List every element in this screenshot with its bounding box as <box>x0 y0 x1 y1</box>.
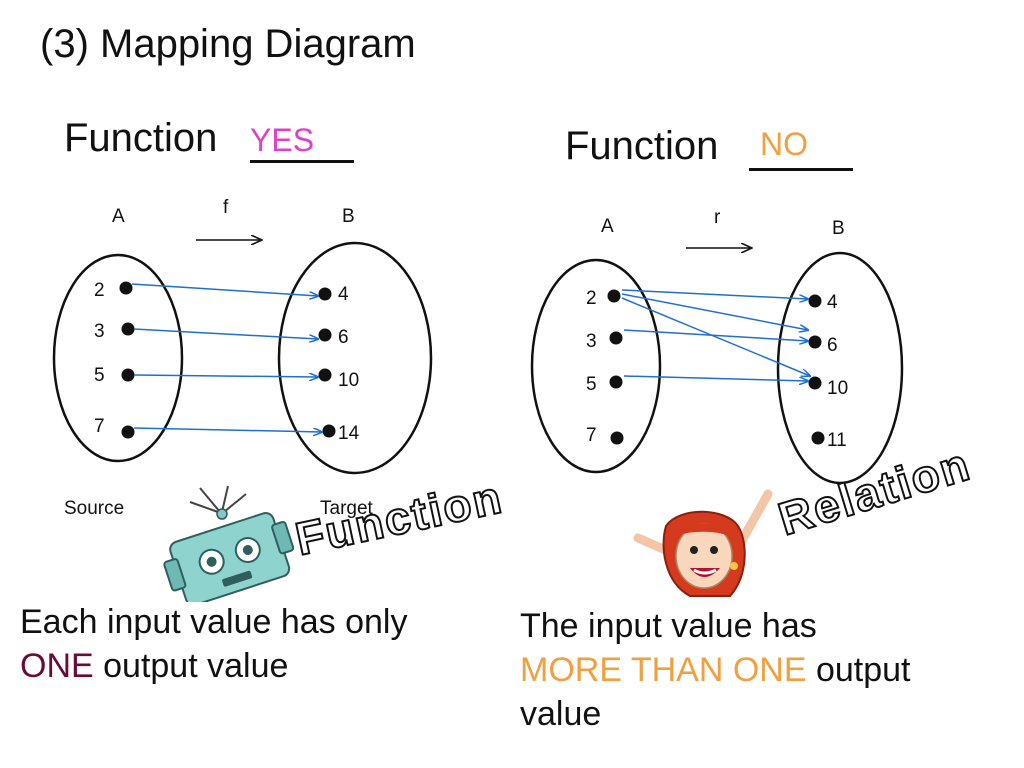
right-range-item: 11 <box>827 430 847 451</box>
left-domain-item: 5 <box>94 365 105 386</box>
right-answer-underline <box>749 168 853 171</box>
right-domain-item: 7 <box>586 425 597 446</box>
right-caption: The input value has MORE THAN ONE output… <box>520 604 911 736</box>
left-map-label: f <box>223 197 229 218</box>
right-domain-item: 3 <box>586 331 597 352</box>
right-map-label: r <box>714 207 721 228</box>
left-domain-item: 3 <box>94 321 105 342</box>
right-heading-text: Function <box>565 124 719 168</box>
right-mapping-arrows <box>621 289 810 381</box>
left-domain-item: 2 <box>94 280 105 301</box>
left-caption-line1: Each input value has only <box>20 603 408 641</box>
left-domain-item: 7 <box>94 416 105 437</box>
right-function-heading: Function <box>565 124 718 169</box>
left-caption-rest: output value <box>93 647 289 685</box>
right-domain-item: 5 <box>586 374 597 395</box>
left-range-item: 4 <box>338 284 349 305</box>
left-caption-line2: ONE output value <box>20 644 407 688</box>
slide-title: (3) Mapping Diagram <box>40 22 416 66</box>
left-caption: Each input value has only ONE output val… <box>20 600 407 688</box>
left-set-b-oval <box>277 241 433 475</box>
left-heading-text: Function <box>64 116 218 160</box>
right-set-b-oval <box>776 251 904 485</box>
left-caption-emph: ONE <box>20 647 94 685</box>
left-range-item: 14 <box>338 423 360 444</box>
left-range-item: 6 <box>338 327 349 348</box>
left-function-heading: Function <box>64 116 217 161</box>
right-domain-item: 2 <box>586 288 597 309</box>
right-set-b-label: B <box>832 218 845 239</box>
girl-icon <box>633 489 773 597</box>
left-range-item: 10 <box>338 370 360 391</box>
right-range-item: 10 <box>827 378 849 399</box>
right-answer: NO <box>760 126 808 162</box>
left-dots <box>119 281 336 439</box>
left-set-b-label: B <box>342 206 355 227</box>
right-caption-rest: output <box>806 651 911 689</box>
robot-icon <box>163 485 295 602</box>
right-range-item: 6 <box>827 335 838 356</box>
left-set-a-oval <box>52 253 184 463</box>
right-caption-line3: value <box>520 695 602 733</box>
right-caption-line1: The input value has <box>520 607 817 645</box>
right-range-item: 4 <box>827 292 838 313</box>
left-answer-underline <box>250 160 354 163</box>
right-caption-line2: MORE THAN ONE output <box>520 648 911 692</box>
left-answer: YES <box>250 122 315 158</box>
right-set-a-label: A <box>601 216 614 237</box>
right-caption-emph: MORE THAN ONE <box>520 651 807 689</box>
left-set-a-label: A <box>112 206 125 227</box>
left-mapping-arrows <box>131 283 322 432</box>
target-label: Target <box>320 498 373 519</box>
right-dots <box>607 289 825 445</box>
right-set-a-oval <box>530 258 662 474</box>
source-label: Source <box>64 498 125 519</box>
